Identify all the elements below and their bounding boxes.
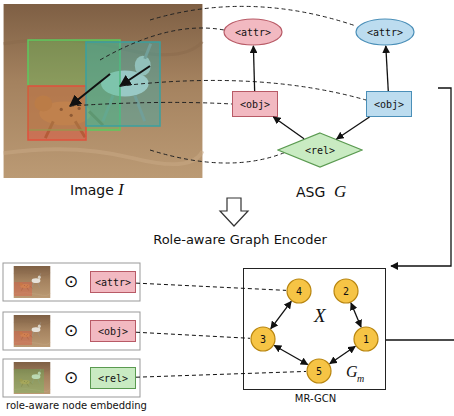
node-text: <attr>	[367, 27, 403, 38]
dashed-link	[136, 332, 250, 338]
role-box: <obj>	[90, 320, 136, 342]
input-photo	[4, 4, 203, 178]
hollow-down-arrow	[220, 198, 248, 226]
graph-node-circle: 2	[333, 278, 359, 304]
node-text: <rel>	[305, 145, 335, 156]
graph-node-circle: 3	[250, 326, 276, 352]
node-text: <obj>	[374, 99, 404, 110]
attribute-ellipse: <attr>	[223, 18, 283, 46]
node-text: <rel>	[98, 373, 128, 384]
arrow-connector	[337, 117, 370, 139]
section-title: Role-aware Graph Encoder	[140, 232, 340, 247]
node-text: <obj>	[240, 99, 270, 110]
node-text: G	[346, 363, 358, 381]
attribute-ellipse: <attr>	[355, 18, 415, 46]
node-text: X	[314, 305, 326, 327]
row-frames	[3, 263, 140, 397]
image-symbol: I	[118, 180, 124, 200]
hadamard-symbol: ⊙	[64, 320, 78, 340]
hadamard-symbol: ⊙	[64, 271, 78, 291]
graph-node-circle: 5	[306, 358, 332, 384]
node-text: 3	[260, 334, 266, 345]
role-box: <rel>	[90, 367, 136, 389]
object-box: <obj>	[232, 91, 278, 117]
node-text: <attr>	[95, 277, 131, 288]
node-text: 4	[296, 286, 302, 297]
bracket-wires	[386, 88, 454, 340]
relation-diamond: <rel>	[277, 132, 363, 168]
hadamard-symbol: ⊙	[64, 367, 78, 387]
node-text: 2	[343, 286, 349, 297]
role-box: <attr>	[90, 271, 136, 293]
node-text: <attr>	[235, 27, 271, 38]
node-text: 5	[316, 366, 322, 377]
image-label: Image	[70, 182, 114, 198]
thumbnails	[14, 266, 51, 394]
graph-node-circle: 4	[286, 278, 312, 304]
graph-label: ASG	[296, 184, 325, 200]
object-box: <obj>	[366, 91, 412, 117]
node-text: MR-GCN	[244, 393, 387, 404]
caption-text: role-aware node embedding	[6, 400, 147, 411]
graph-symbol: G	[334, 182, 346, 202]
arrow-connector	[386, 46, 389, 91]
node-text: <obj>	[98, 326, 128, 337]
arrow-connector	[273, 117, 304, 139]
mr-gcn-box: XGmMR-GCN42315	[243, 268, 386, 390]
node-text: m	[357, 373, 364, 384]
arrow-connector	[253, 46, 254, 91]
graph-node-circle: 1	[353, 326, 379, 352]
node-text: 1	[363, 334, 369, 345]
